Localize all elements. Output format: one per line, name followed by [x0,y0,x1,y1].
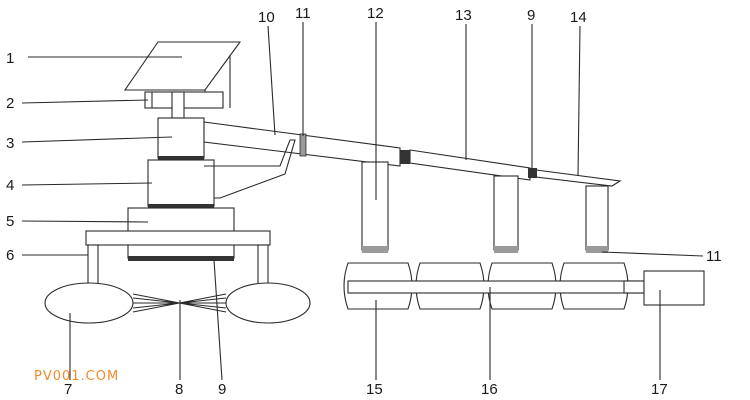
label-15: 15 [366,381,383,398]
label-3: 3 [6,135,14,152]
label-16: 16 [481,381,498,398]
leader-lines [21,22,704,381]
label-2: 2 [6,95,14,112]
roller-assembly [343,262,705,310]
middle-housing [147,159,215,208]
solar-panel [123,41,242,119]
label-7: 7 [64,381,72,398]
label-1: 1 [6,50,14,67]
inclined-arm [203,121,622,199]
label-6: 6 [6,247,14,264]
upper-housing [157,117,205,160]
label-14: 14 [570,9,587,26]
label-9-bottom: 9 [218,381,226,398]
vertical-brushes [361,161,609,253]
label-10: 10 [258,9,275,26]
label-11-right: 11 [706,248,722,265]
watermark: PV001.COM [34,369,119,384]
part-labels: 1 2 3 4 5 6 7 8 9 10 11 12 13 9 14 11 15… [6,5,722,398]
label-17: 17 [651,381,668,398]
label-11-top: 11 [295,5,311,22]
label-12: 12 [367,5,384,22]
support-frame [85,230,271,287]
wheels [44,282,311,324]
label-4: 4 [6,177,14,194]
label-13: 13 [455,7,472,24]
label-5: 5 [6,213,14,230]
label-9-top: 9 [527,7,535,24]
label-8: 8 [175,381,183,398]
